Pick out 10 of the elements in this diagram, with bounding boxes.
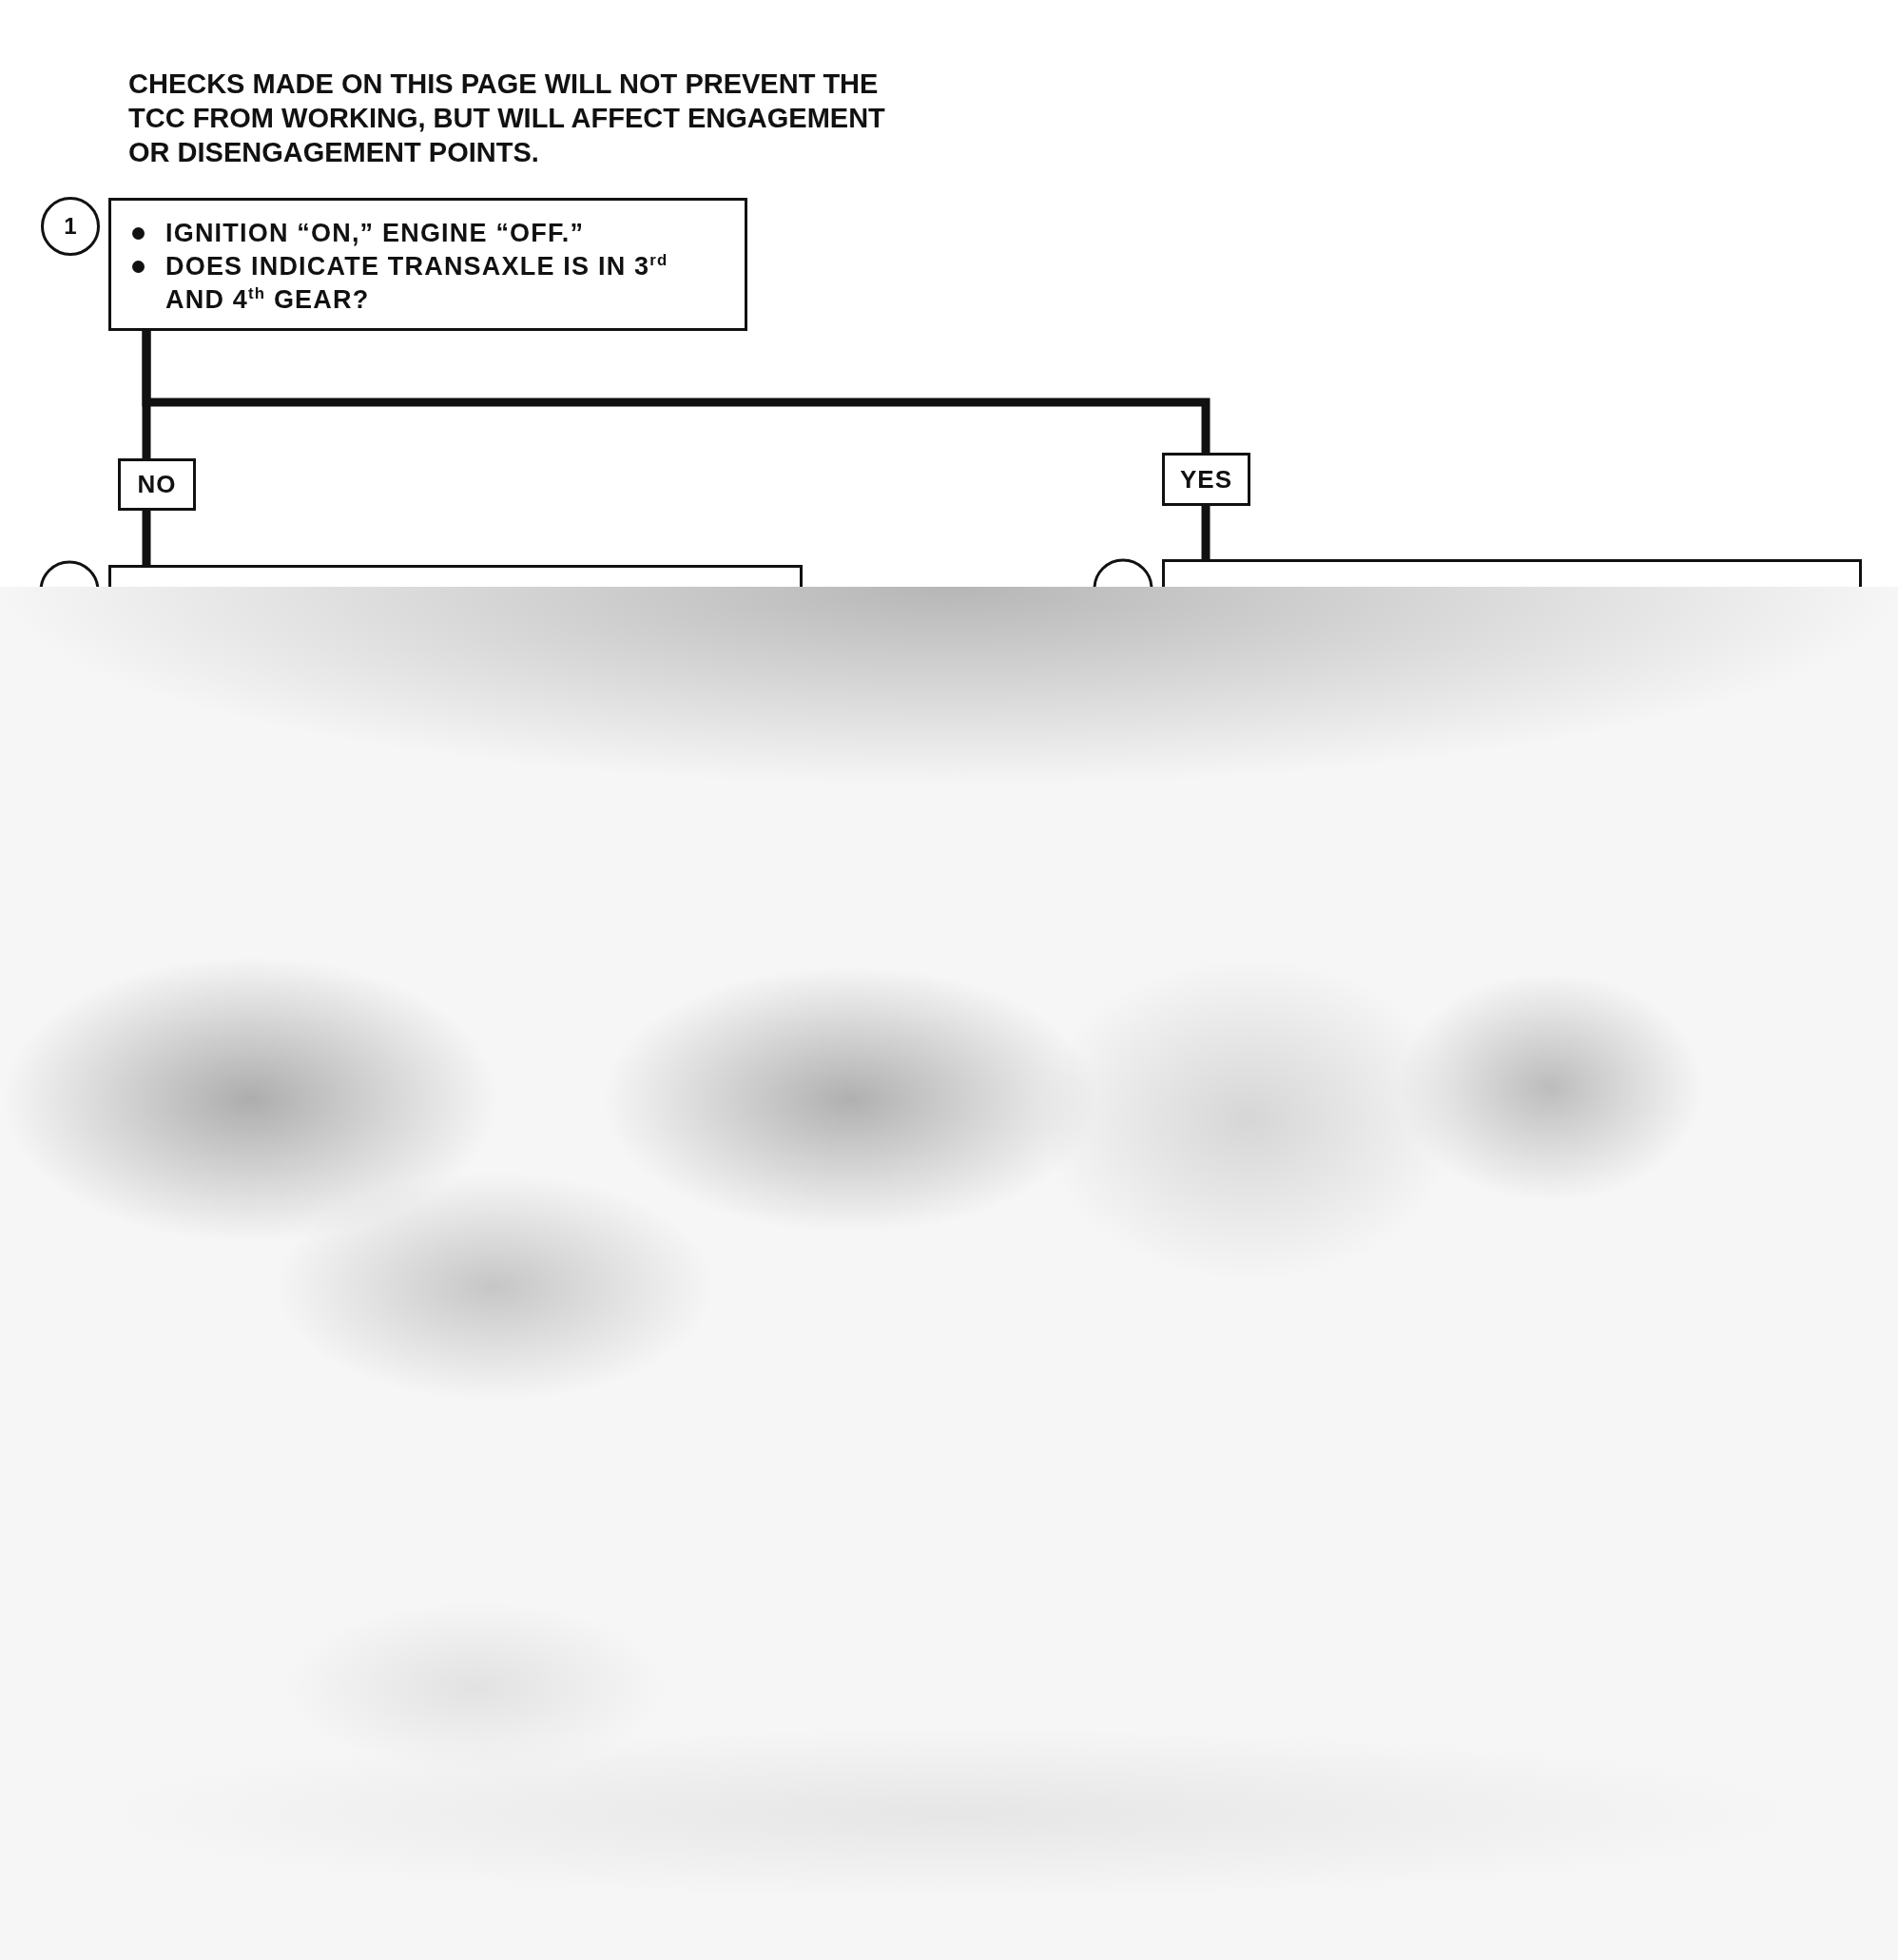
process-box <box>108 198 747 331</box>
callout-number: 1 <box>41 197 100 256</box>
process-box <box>1162 559 1862 587</box>
bullet-text: DOES INDICATE TRANSAXLE IS IN 3$^{rd}$ AND 4$^{th}$ GEAR? <box>165 250 669 316</box>
bullet-text: IGNITION “ON,” ENGINE “OFF.” <box>165 218 585 249</box>
edge-label: YES <box>1162 453 1250 506</box>
connector-line <box>142 331 1210 559</box>
heading-note: CHECKS MADE ON THIS PAGE WILL NOT PREVENT THE TCC FROM WORKING, BUT WILL AFFECT ENGAGEMENT OR DISENGAGEMENT POINTS. <box>128 68 886 169</box>
edge-label: NO <box>118 458 196 511</box>
process-box <box>108 565 803 587</box>
